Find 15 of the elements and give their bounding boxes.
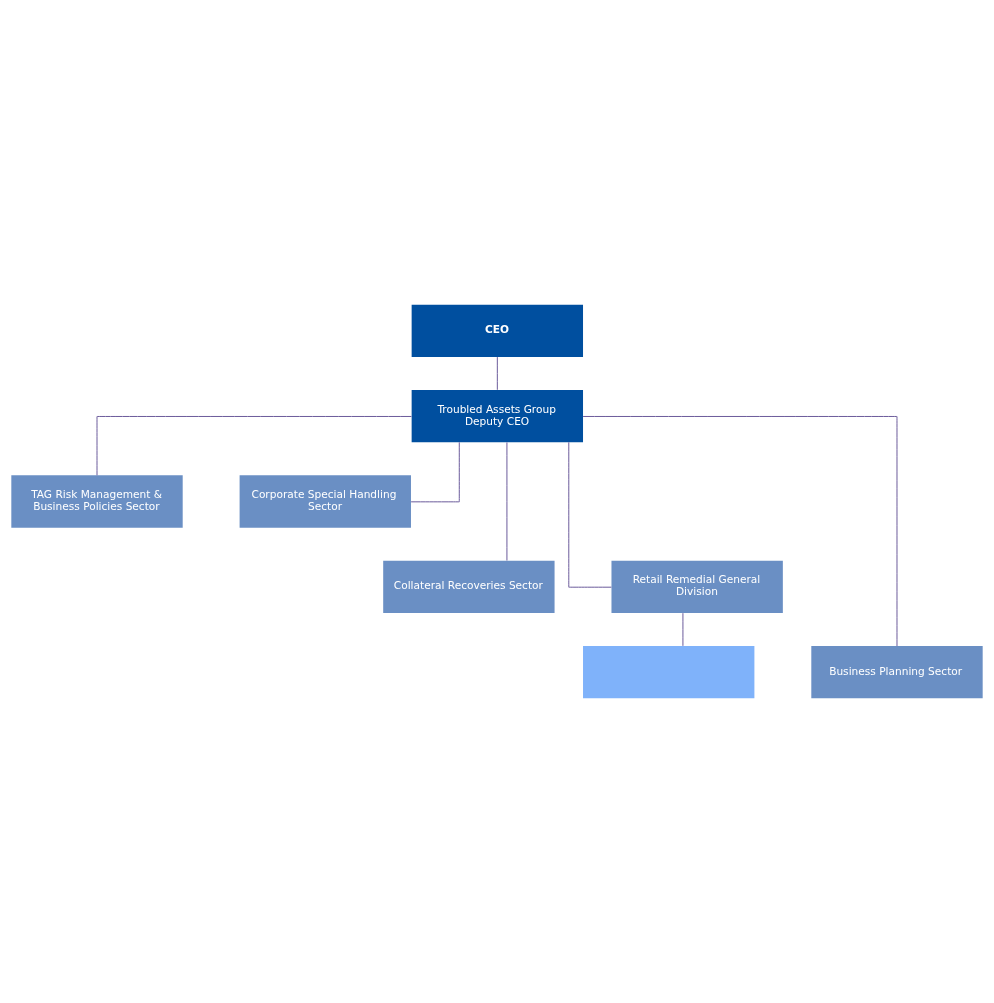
node-box: Retail Remedial General Division [611,560,783,613]
node-box: Collateral Recoveries Sector [383,560,555,613]
connector [506,441,508,562]
connector [96,415,412,476]
connector [410,441,460,503]
node-box: Corporate Special Handling Sector [239,475,411,528]
connector [496,356,498,391]
connector [582,415,898,647]
node-box [583,646,755,699]
connector [682,612,684,647]
node-box: TAG Risk Management & Business Policies Sector [11,475,183,528]
node-box: CEO [411,304,583,357]
connector [568,441,612,588]
node-box: Business Planning Sector [811,646,983,699]
node-box: Troubled Assets Group Deputy CEO [411,390,583,443]
